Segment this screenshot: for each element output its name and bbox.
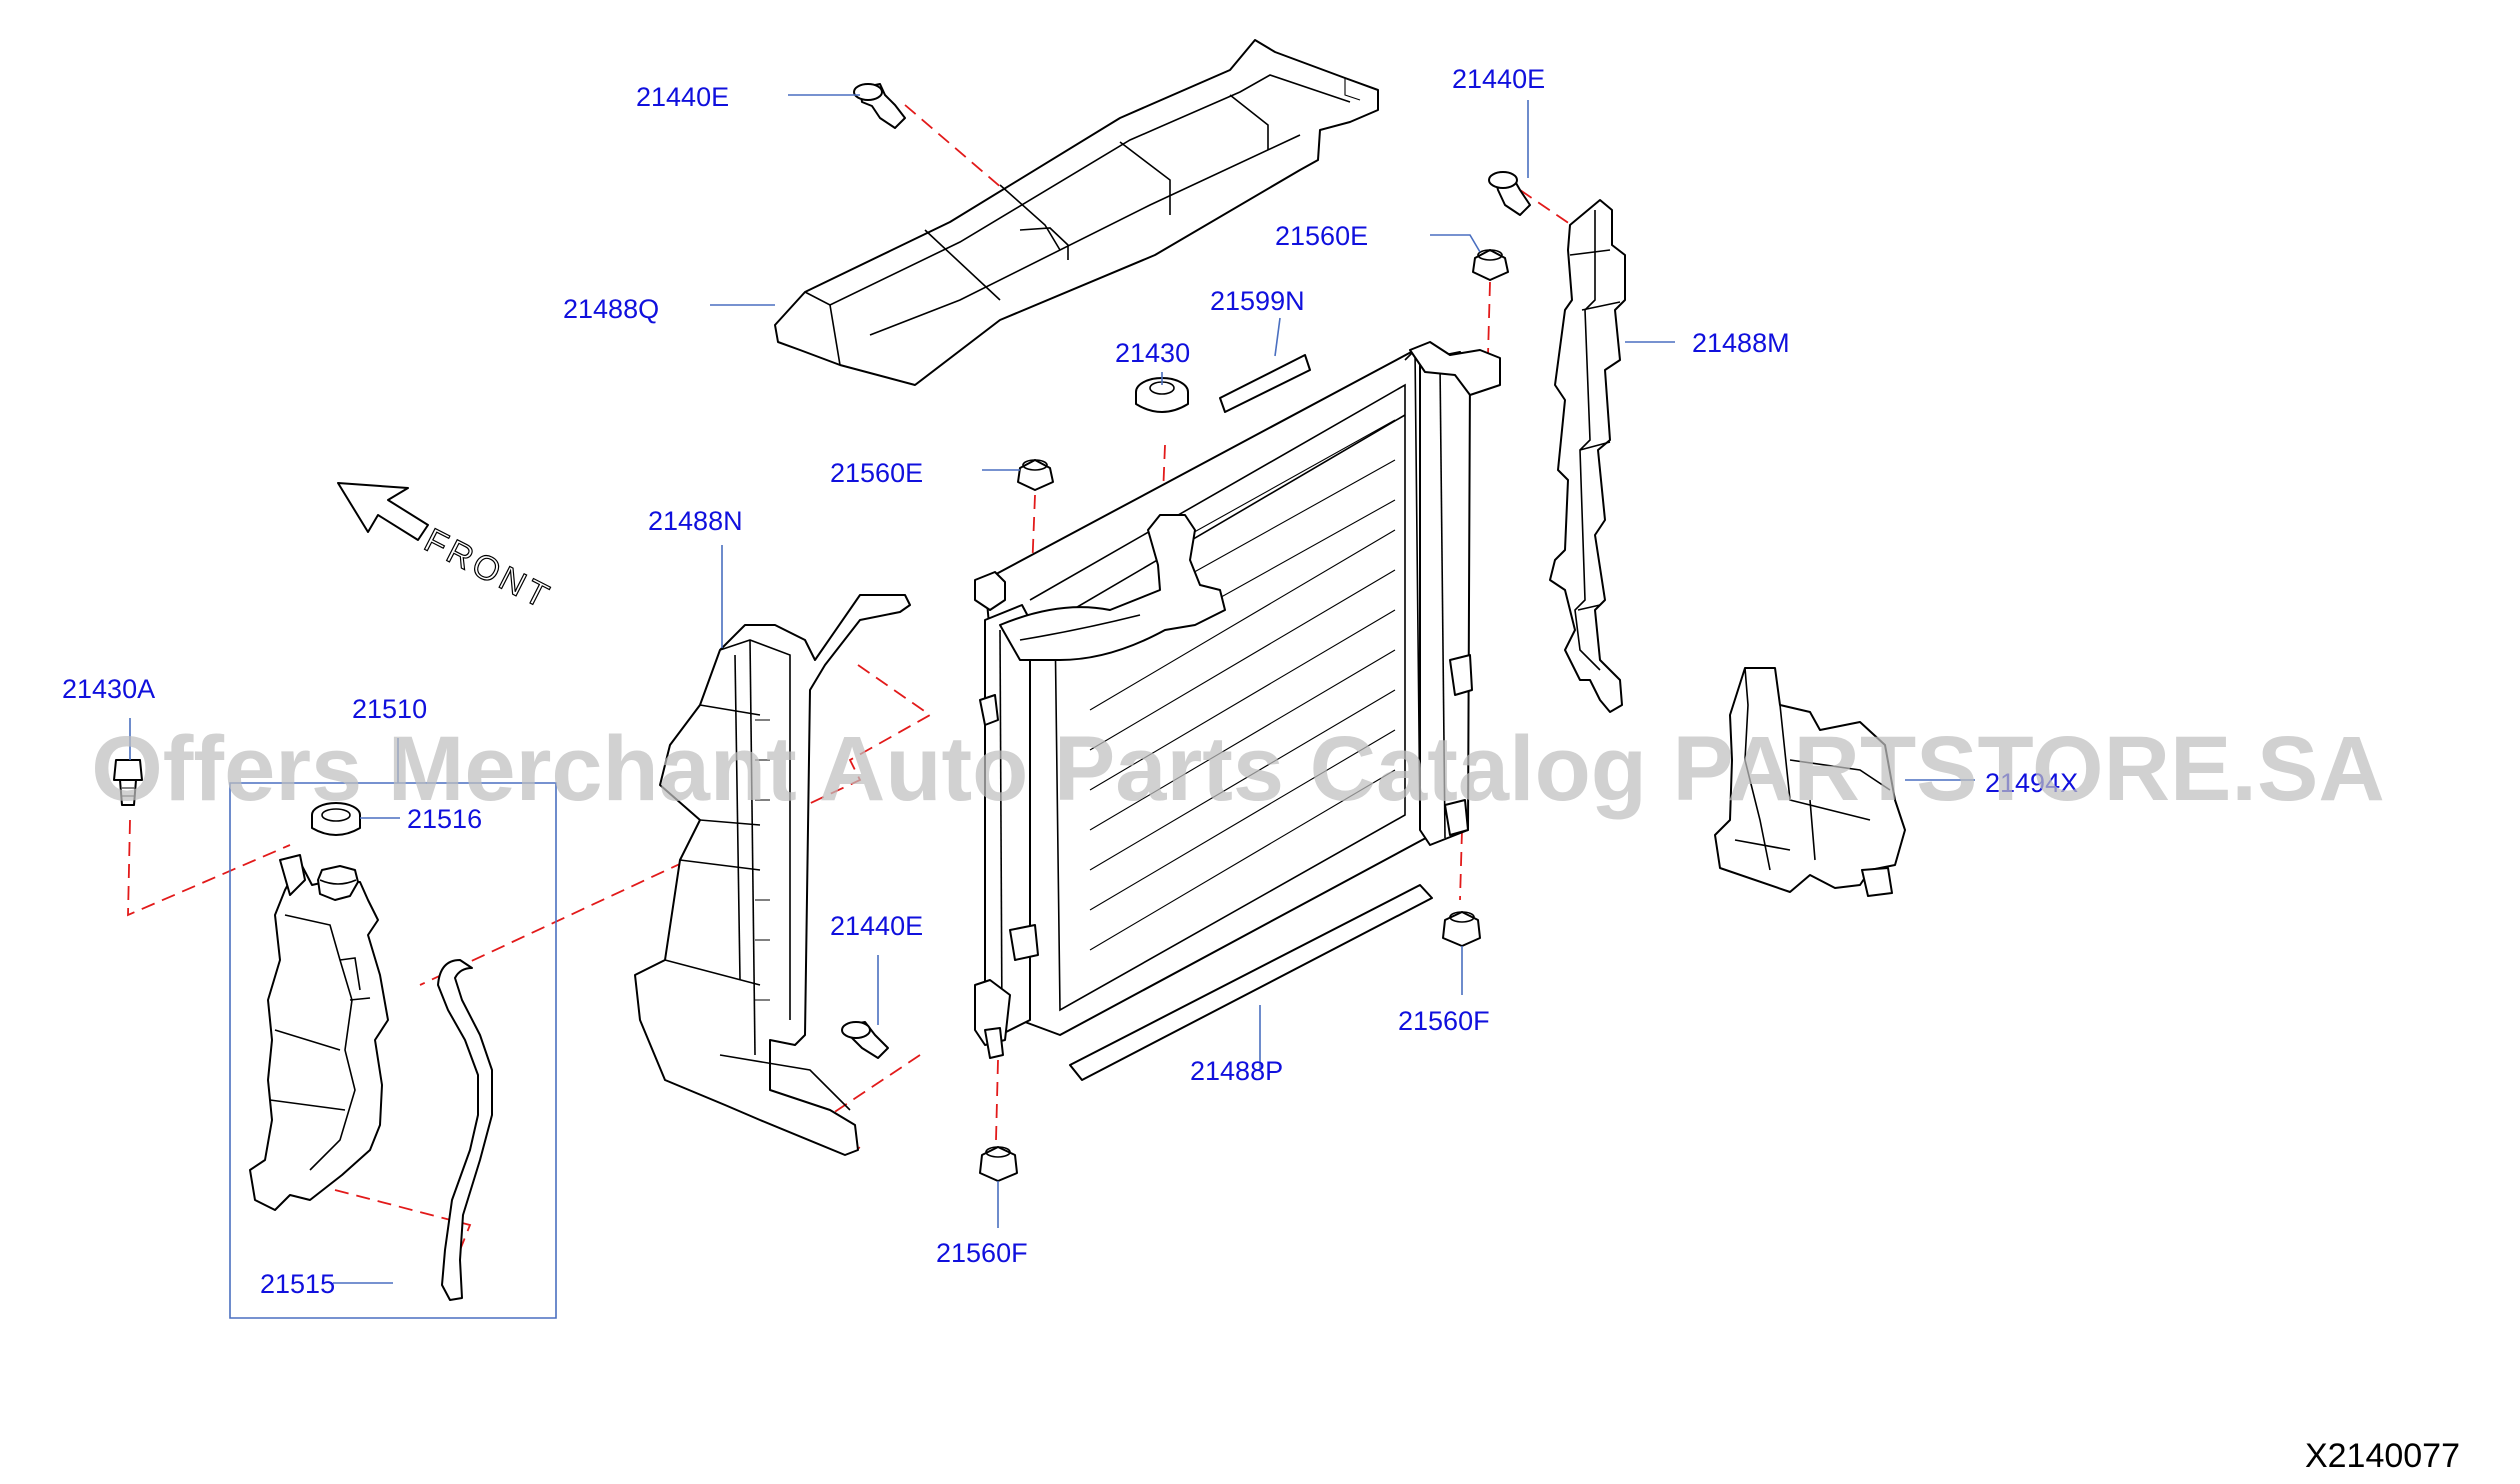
part-labels: 21440E 21488Q 21440E 21560E 21599N 21430…	[62, 64, 2078, 1299]
seal-ring-21516	[311, 802, 361, 836]
watermark-text: Offers Merchant Auto Parts Catalog PARTS…	[91, 718, 2385, 820]
lower-seal-21488p	[1069, 884, 1433, 1081]
label-21515: 21515	[260, 1269, 335, 1299]
label-21430a: 21430A	[62, 674, 155, 704]
label-21560e-right: 21560E	[1275, 221, 1368, 251]
label-21560f-bottom: 21560F	[936, 1238, 1028, 1268]
label-21488q: 21488Q	[563, 294, 659, 324]
label-21494x: 21494X	[1985, 768, 2078, 798]
kit-box-frame	[229, 782, 557, 1319]
label-21440e-right: 21440E	[1452, 64, 1545, 94]
clip-21440e-bottom	[841, 1021, 889, 1059]
front-arrow-label: FRONT	[418, 521, 557, 617]
label-21516: 21516	[407, 804, 482, 834]
clip-21440e-top	[853, 83, 906, 129]
label-21488m: 21488M	[1692, 328, 1790, 358]
label-21599n: 21599N	[1210, 286, 1305, 316]
label-21430: 21430	[1115, 338, 1190, 368]
label-strip-21599n	[1219, 354, 1311, 413]
radiator-cap-21430	[1135, 377, 1189, 413]
leader-lines	[129, 94, 1975, 1284]
label-21510: 21510	[352, 694, 427, 724]
grommet-21560e-right	[1472, 249, 1509, 281]
label-21488n: 21488N	[648, 506, 743, 536]
clip-21440e-right	[1488, 171, 1531, 216]
grommet-21560f-right	[1442, 911, 1481, 947]
front-direction-arrow: FRONT	[337, 482, 558, 618]
reservoir-tank-21510	[249, 854, 389, 1211]
reservoir-kit-box	[229, 738, 557, 1319]
diagram-code: X2140077	[2305, 1437, 2460, 1475]
label-21560f-right: 21560F	[1398, 1006, 1490, 1036]
left-seal-21488n	[634, 594, 911, 1156]
grommet-21560e-left	[1017, 459, 1054, 491]
radiator-21460	[974, 341, 1501, 1059]
upper-seal-21488q	[774, 39, 1379, 386]
bolt-21430a	[113, 759, 143, 806]
hose-21515	[437, 959, 493, 1301]
bracket-21494x	[1714, 667, 1906, 897]
label-21440e-top: 21440E	[636, 82, 729, 112]
label-21440e-bottom: 21440E	[830, 911, 923, 941]
label-21488p: 21488P	[1190, 1056, 1283, 1086]
grommet-21560f-bottom	[979, 1146, 1018, 1182]
label-21560e-left: 21560E	[830, 458, 923, 488]
right-seal-21488m	[1549, 199, 1626, 713]
